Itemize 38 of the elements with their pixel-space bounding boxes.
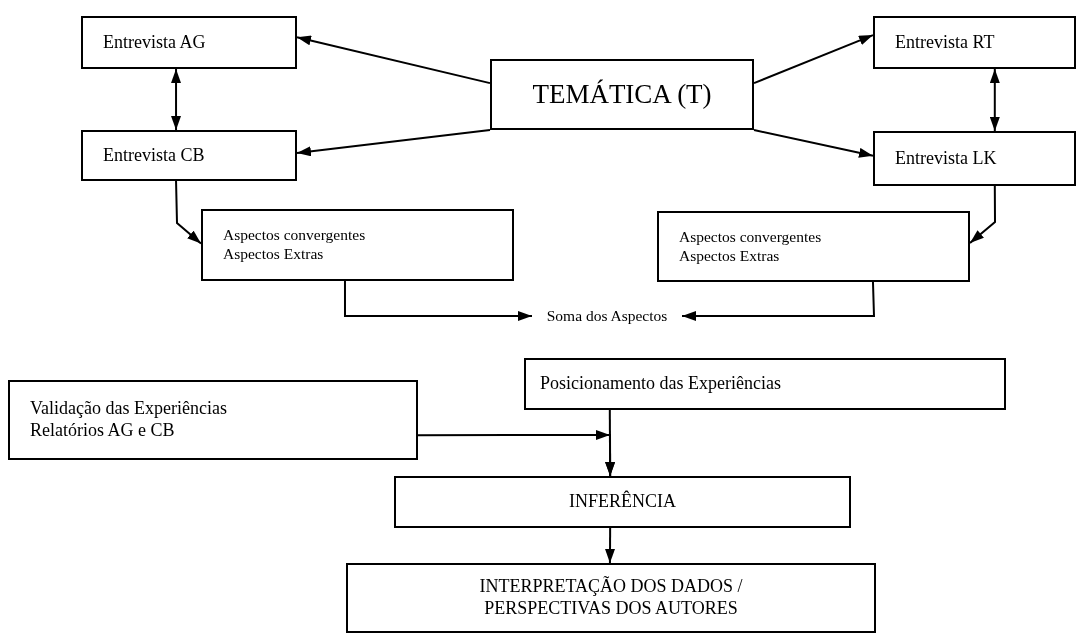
box-label: INTERPRETAÇÃO DOS DADOS / PERSPECTIVAS DOS AUTORES	[478, 576, 744, 620]
arrow	[417, 430, 615, 477]
process-box	[8, 380, 418, 460]
arrow	[175, 180, 202, 245]
process-box	[201, 209, 514, 281]
process-box	[524, 358, 1006, 410]
box-label: Entrevista CB	[103, 144, 205, 167]
box-label: Entrevista LK	[895, 147, 997, 170]
process-box	[81, 16, 297, 69]
box-label: Aspectos Extras	[679, 246, 780, 266]
box-label: Validação das Experiências	[30, 398, 227, 420]
process-box	[873, 131, 1076, 186]
box-label: Soma dos Aspectos	[546, 306, 668, 326]
process-box	[657, 211, 970, 282]
box-label: Aspectos convergentes	[223, 226, 366, 245]
box-label: Entrevista RT	[895, 31, 995, 54]
box-label: Posicionamento das Experiências	[540, 373, 781, 395]
box-label: Aspectos Extras	[223, 245, 324, 264]
box-label: TEMÁTICA (T)	[532, 78, 712, 111]
process-box	[346, 563, 876, 633]
arrow	[296, 35, 491, 85]
box-label: Aspectos convergentes	[679, 227, 822, 247]
arrow	[344, 280, 533, 321]
arrow	[989, 68, 1000, 132]
arrow	[753, 129, 874, 158]
arrow	[681, 281, 876, 321]
arrow	[605, 527, 616, 564]
process-box	[490, 59, 754, 130]
arrow	[296, 129, 491, 157]
arrow	[753, 34, 874, 85]
box-label: Entrevista AG	[103, 31, 206, 54]
box-label: INFERÊNCIA	[569, 491, 676, 513]
arrow	[969, 185, 996, 244]
process-box	[81, 130, 297, 181]
arrow	[171, 68, 182, 131]
box-label: Relatórios AG e CB	[30, 420, 175, 442]
process-box	[873, 16, 1076, 69]
process-box	[394, 476, 851, 528]
